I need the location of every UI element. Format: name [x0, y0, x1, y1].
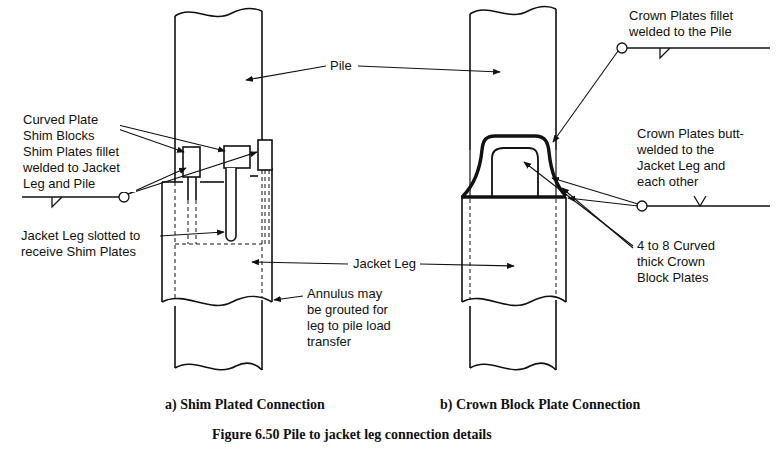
weld-symbol	[647, 205, 770, 206]
jacket-leg	[461, 197, 566, 305]
jacket-leg	[461, 195, 566, 198]
shim-plate	[258, 140, 272, 170]
pile-lower	[174, 306, 176, 368]
hidden-lines	[470, 199, 471, 300]
weld-symbol	[627, 47, 770, 48]
figure-caption: Figure 6.50 Pile to jacket leg connectio…	[210, 426, 494, 443]
jacket-leg	[271, 168, 273, 302]
callout-label: Crown Plates fillet welded to the Pile	[628, 8, 765, 40]
pile-upper	[175, 8, 262, 16]
shim-plate	[183, 147, 200, 177]
jacket-leg	[462, 296, 566, 305]
shim-plate	[224, 146, 250, 168]
jacket-leg	[200, 181, 224, 183]
pile-upper	[470, 6, 556, 150]
leader-line	[98, 51, 638, 300]
pile-upper	[469, 14, 471, 150]
pile-lower	[175, 300, 262, 370]
leader-line	[246, 66, 326, 80]
leader-line	[562, 188, 633, 248]
weld-symbol	[637, 201, 647, 211]
pile-lower	[470, 300, 556, 370]
pile-lower	[261, 300, 263, 370]
jacket-leg	[565, 197, 567, 302]
callout-label: Curved Plate Shim Blocks	[22, 112, 120, 144]
callout-label: Pile	[329, 58, 353, 74]
crown-plate	[463, 136, 566, 196]
crown-plate	[555, 150, 556, 196]
hidden-lines	[262, 170, 263, 298]
crown-plate	[492, 148, 538, 196]
crown-plate	[469, 150, 470, 196]
weld-symbol	[22, 43, 770, 211]
weld-symbol	[22, 196, 119, 197]
hidden-lines	[188, 200, 189, 244]
hidden-lines	[175, 244, 262, 245]
leader-line	[420, 264, 514, 266]
pile-lower	[469, 306, 471, 368]
hidden-lines	[265, 170, 266, 244]
subfigure-caption: a) Shim Plated Connection	[163, 396, 327, 413]
callout-label: Jacket Leg	[352, 256, 417, 272]
jacket-leg	[250, 175, 258, 177]
callout-label: Jacket Leg slotted to receive Shim Plate…	[20, 228, 159, 260]
hidden-lines	[556, 199, 557, 298]
leader-line	[252, 262, 348, 264]
leader-line	[553, 51, 618, 142]
hidden-lines	[470, 199, 556, 300]
callout-label: Shim Plates fillet welded to Jacket Leg …	[22, 144, 136, 192]
shim-plate	[183, 140, 272, 241]
jacket-leg	[162, 296, 272, 305]
hidden-lines	[196, 200, 197, 244]
jacket-leg	[161, 182, 163, 302]
crown-plate	[463, 136, 566, 196]
leader-line	[128, 152, 257, 194]
callout-label: Crown Plates butt-welded to the Jacket L…	[636, 126, 751, 190]
pile-lower	[555, 300, 557, 370]
leader-line	[160, 232, 224, 236]
pile-upper	[175, 8, 262, 182]
hidden-lines	[175, 170, 269, 300]
jacket-leg	[461, 197, 463, 302]
hidden-lines	[175, 182, 176, 300]
weld-symbol	[694, 196, 706, 206]
shim-plate	[195, 177, 197, 200]
pile-lower	[175, 363, 262, 370]
weld-symbol	[119, 192, 129, 202]
pile-upper	[470, 6, 556, 14]
pile-lower	[470, 363, 556, 370]
subfigure-caption: b) Crown Block Plate Connection	[438, 396, 642, 413]
weld-symbol	[660, 48, 670, 58]
leader-line	[358, 66, 500, 72]
shim-plate	[226, 168, 236, 241]
weld-symbol	[52, 197, 62, 207]
shim-plate	[187, 177, 189, 200]
leader-line	[524, 162, 633, 246]
pile-upper	[555, 9, 557, 150]
weld-symbol	[617, 43, 627, 53]
hidden-lines	[269, 170, 270, 244]
callout-label: 4 to 8 Curved thick Crown Block Plates	[636, 238, 734, 286]
leader-line	[128, 168, 186, 194]
pile-upper	[174, 16, 176, 182]
jacket-leg	[162, 168, 272, 305]
leader-line	[274, 296, 303, 300]
callout-label: Annulus may be grouted for leg to pile l…	[306, 286, 400, 350]
